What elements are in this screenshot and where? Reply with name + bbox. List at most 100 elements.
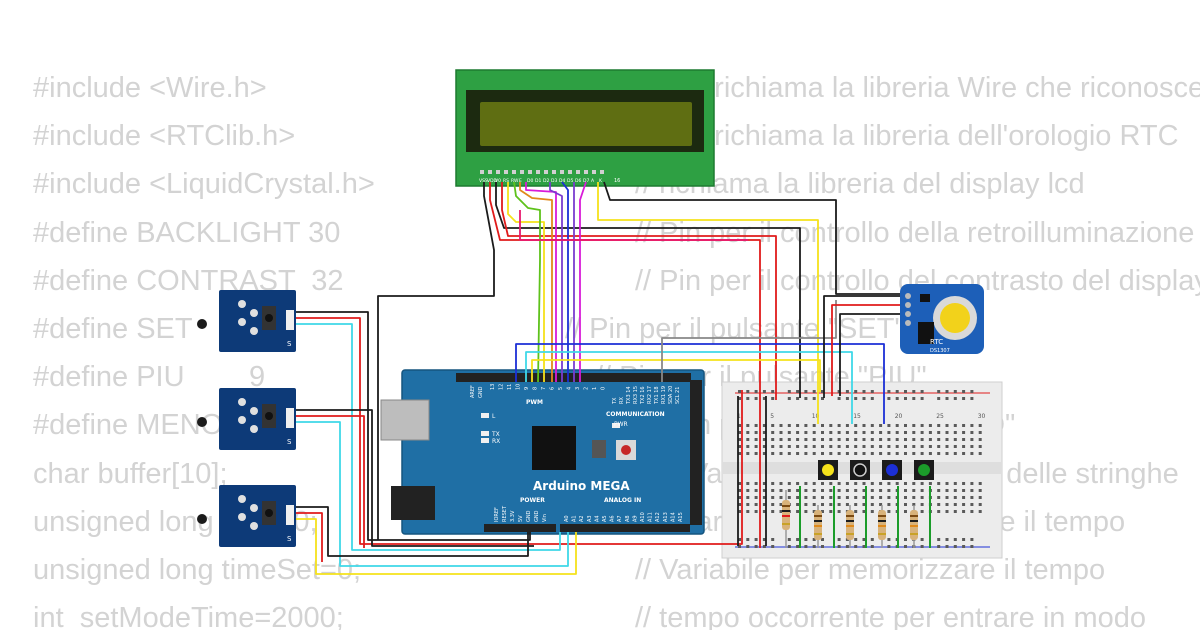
button-module-meno: S: [197, 485, 296, 547]
arduino-pin-label: SDA 20: [668, 386, 674, 404]
lcd-pin-label: VSS: [479, 178, 488, 184]
resistor: [878, 505, 886, 548]
lcd-pin: [584, 170, 588, 174]
arduino-pin-label: RX2 17: [647, 386, 653, 404]
power-label: POWER: [520, 497, 545, 504]
arduino-pin-label: 0: [601, 387, 607, 390]
lcd-pin-label: D0: [527, 178, 533, 184]
breadboard-column-number: 25: [936, 413, 944, 420]
wire: [519, 210, 748, 241]
arduino-pin-label: A6: [610, 515, 616, 522]
lcd-pin-label: D6: [575, 178, 581, 184]
arduino-pin-label: 12: [499, 384, 505, 390]
wire: [296, 506, 529, 557]
button-pin-label: S: [287, 340, 292, 348]
colored-buttons: [818, 460, 934, 480]
wire: [823, 295, 900, 398]
arduino-pin-label: A0: [564, 515, 570, 522]
power-header: [484, 524, 556, 532]
button-module-piu: S: [197, 388, 296, 450]
reset-button-cap: [621, 445, 631, 455]
lcd-pin-label: VDD: [487, 178, 498, 184]
arduino-mega: Arduino MEGA PWM COMMUNICATION POWER ANA…: [380, 369, 705, 535]
breadboard-column-number: 5: [770, 413, 774, 420]
wire: [603, 181, 900, 295]
pushbutton-cap: [265, 314, 273, 322]
comm-header: [644, 373, 691, 382]
wire: [296, 317, 743, 545]
lcd-pin-label: D1: [535, 178, 541, 184]
pushbutton-cap: [265, 412, 273, 420]
wire: [597, 182, 819, 424]
lcd-pin: [528, 170, 532, 174]
lcd-pin: [536, 170, 540, 174]
lcd-pin-number: 16: [614, 178, 620, 184]
code-line-left: int setModeTime=2000;: [33, 602, 344, 630]
wire: [831, 304, 900, 396]
wire: [296, 409, 534, 547]
code-line-right: // richiama la libreria Wire che riconos…: [690, 72, 1200, 104]
lcd-pin-label: K: [599, 178, 603, 184]
breadboard-column-number: 15: [853, 413, 861, 420]
resistors: [782, 490, 918, 548]
resistor: [782, 490, 790, 548]
button-module-board: [219, 290, 296, 352]
lcd-pin: [576, 170, 580, 174]
arduino-pin-label: TX1 18: [654, 386, 660, 405]
arduino-pin-label: A12: [655, 512, 661, 522]
lcd-pin: [504, 170, 508, 174]
wires: [296, 181, 900, 575]
wire: [515, 343, 885, 424]
arduino-pin-label: A13: [663, 512, 669, 522]
arduino-pin-label: AREF: [470, 385, 476, 398]
lcd-pin: [560, 170, 564, 174]
arduino-pin-label: 13: [490, 384, 496, 390]
button-pin-label: S: [287, 535, 292, 543]
arduino-pin-label: A14: [670, 512, 676, 522]
arduino-pin-label: TX2 16: [640, 386, 646, 405]
arduino-pin-label: A11: [648, 512, 654, 522]
arduino-pin-label: TX3 14: [626, 386, 632, 405]
arduino-pin-label: 5: [558, 387, 564, 390]
button-module-board: [219, 388, 296, 450]
arduino-pin-label: A4: [594, 515, 600, 522]
rtc-battery: [940, 303, 970, 333]
button-module-board: [219, 485, 296, 547]
lcd-pin: [520, 170, 524, 174]
lcd-pin-label: D3: [551, 178, 557, 184]
led-tx-label: TX: [491, 431, 500, 438]
wire: [507, 182, 545, 382]
wire: [296, 512, 323, 562]
wire: [839, 313, 900, 396]
communication-label: COMMUNICATION: [606, 411, 665, 418]
led-rx-label: RX: [492, 438, 500, 445]
lcd-pin: [592, 170, 596, 174]
code-line-left: #define BACKLIGHT 30: [33, 216, 341, 249]
analog-label: ANALOG IN: [604, 497, 641, 504]
wire: [661, 300, 837, 382]
arduino-pin-label: 3: [575, 387, 581, 390]
lcd-pin: [600, 170, 604, 174]
lcd-screen: [480, 102, 692, 146]
button-blue-cap: [886, 464, 898, 476]
pwm-label: PWM: [526, 399, 543, 406]
breadboard-column-number: 20: [895, 413, 903, 420]
code-line-left: #define SET: [33, 313, 193, 345]
resistor: [910, 505, 918, 548]
arduino-pin-label: SCL 21: [675, 387, 681, 404]
wire: [377, 182, 495, 540]
button-pin-label: S: [287, 438, 292, 446]
rtc-module: RTC DS1307: [900, 284, 984, 354]
arduino-pin-label: A9: [632, 515, 638, 522]
resistor: [814, 505, 822, 548]
code-line-left: unsigned long timeSet=0;: [33, 554, 362, 586]
arduino-pin-label: RX1 19: [661, 386, 667, 404]
wire: [296, 323, 561, 551]
wire: [296, 421, 569, 567]
arduino-pin-label: TX: [612, 397, 618, 405]
arduino-pin-label: 6: [550, 387, 556, 390]
mount-hole: [197, 319, 207, 329]
